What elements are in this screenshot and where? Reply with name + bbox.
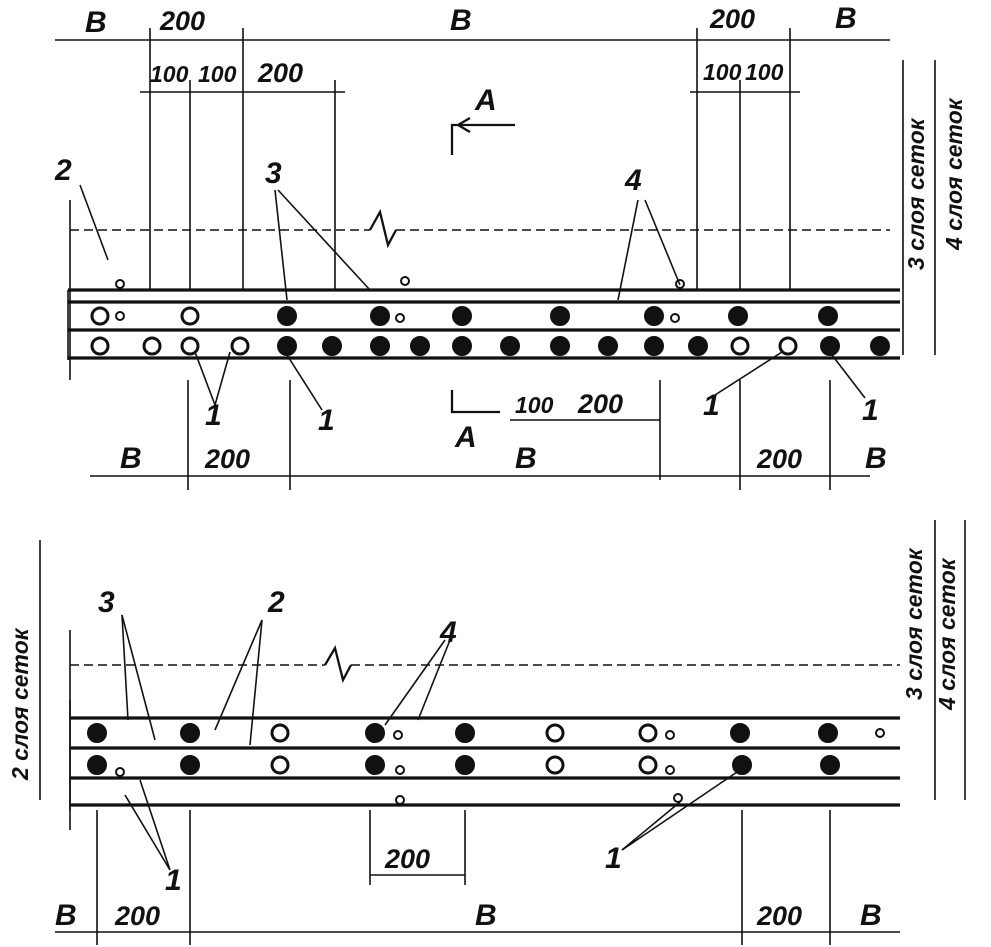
callout-1-top-c: 1 <box>703 389 720 422</box>
dim-100-bottom: 100 <box>515 392 554 418</box>
dim-100-b: 100 <box>198 61 237 87</box>
label-4-layers-bottom: 4 слоя сеток <box>934 557 960 711</box>
bottom-slab-layers <box>69 700 900 810</box>
dim-100-d: 100 <box>745 59 784 85</box>
dim-b-bottom-center: В <box>515 442 537 475</box>
bottom-dimensions: 200 В 200 В 200 В <box>55 810 900 945</box>
callout-1-top-b: 1 <box>318 404 335 437</box>
dim-200-last-left: 200 <box>114 901 160 931</box>
top-lower-bars <box>90 276 890 356</box>
dim-b-last-left: В <box>55 899 77 932</box>
bottom-layer-label-left: 2 слоя сеток <box>7 540 41 800</box>
dim-b-last-right: В <box>860 899 882 932</box>
dim-b-top-right: В <box>835 2 857 35</box>
label-3-layers-bottom: 3 слоя сеток <box>901 547 927 700</box>
top-layer-labels: 3 слоя сеток 4 слоя сеток <box>902 60 967 355</box>
callout-1-bottom-left: 1 <box>165 864 182 897</box>
dim-200-last-right: 200 <box>756 901 802 931</box>
dim-b-bottom-left: В <box>120 442 142 475</box>
top-callouts: 2 3 4 1 1 1 1 <box>54 154 879 437</box>
section-label-top: А <box>474 84 497 117</box>
dim-200-bottom-left: 200 <box>204 444 250 474</box>
top-slab-layers <box>67 288 900 360</box>
callout-4-top: 4 <box>624 164 642 197</box>
dim-100-c: 100 <box>703 59 742 85</box>
section-label-bottom: А <box>454 421 477 454</box>
top-bottom-dimensions: В 200 100 200 В 200 В А <box>90 380 887 490</box>
top-upper-bars <box>90 306 838 326</box>
dim-200-bottom-center: 200 <box>577 389 623 419</box>
top-dimension-chain: В 200 В 200 В <box>55 2 890 290</box>
top-figure: В 200 В 200 В 100 100 200 100 100 А <box>54 2 967 490</box>
dim-b-last-center: В <box>475 899 497 932</box>
dim-200-top-right: 200 <box>709 4 755 34</box>
bottom-callouts: 3 2 4 1 1 <box>98 586 741 897</box>
callout-2-top: 2 <box>54 154 72 187</box>
dim-200-second: 200 <box>257 58 303 88</box>
bottom-bars <box>87 723 885 805</box>
callout-1-top-d: 1 <box>862 394 879 427</box>
dim-b-bottom-right: В <box>865 442 887 475</box>
second-dimension-row: 100 100 200 100 100 <box>140 58 800 290</box>
bottom-layer-labels-right: 3 слоя сеток 4 слоя сеток <box>901 520 966 800</box>
dim-100-a: 100 <box>150 61 189 87</box>
dim-b-top-center: В <box>450 4 472 37</box>
dim-b-top-left: В <box>85 6 107 39</box>
label-4-layers-top: 4 слоя сеток <box>941 97 967 251</box>
label-2-layers: 2 слоя сеток <box>7 627 33 781</box>
callout-1-bottom-right: 1 <box>605 842 622 875</box>
label-3-layers-top: 3 слоя сеток <box>903 117 929 270</box>
callout-3-bottom: 3 <box>98 586 115 619</box>
bottom-figure: 2 слоя сеток <box>7 520 966 945</box>
section-arrow-icon: А <box>450 84 515 155</box>
dim-200-top-left: 200 <box>159 6 205 36</box>
dim-200-bottom-right: 200 <box>756 444 802 474</box>
dim-200-bottom-mid: 200 <box>384 844 430 874</box>
callout-3-top: 3 <box>265 157 282 190</box>
callout-1-top-a: 1 <box>205 399 222 432</box>
callout-2-bottom: 2 <box>267 586 285 619</box>
